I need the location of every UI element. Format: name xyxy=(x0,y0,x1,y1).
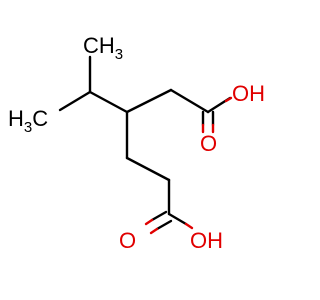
bond-c-o-lower-2 xyxy=(155,219,173,231)
bond-c-o-lower-1 xyxy=(150,210,168,222)
oh-bottom-label: OH xyxy=(190,228,223,253)
ch3-top-main: CH xyxy=(83,33,115,58)
bond-c-o-lower-1-red xyxy=(144,218,154,226)
bond-c-oh-lower-red xyxy=(184,222,194,230)
o-top-label: O xyxy=(200,131,217,156)
bond-c3-to-ch2-upper xyxy=(125,88,173,114)
ch3-top-sub: 3 xyxy=(115,46,123,63)
h3c-left-sub: 3 xyxy=(24,119,32,136)
ch3-top-label: CH3 xyxy=(83,33,123,63)
h3c-left-tail: C xyxy=(32,106,48,131)
bond-oh-upper-red xyxy=(224,96,233,103)
bond-ch2-to-ch2 xyxy=(125,156,171,182)
molecule-diagram: CH3 H3C OH O O OH xyxy=(8,33,265,253)
h3c-left-main: H xyxy=(8,106,24,131)
h3c-left-label: H3C xyxy=(8,106,48,136)
bond-ch2-to-carboxyl-upper xyxy=(169,88,210,114)
oh-top-label: OH xyxy=(232,81,265,106)
bond-isopropyl-to-c3 xyxy=(88,90,129,114)
structure-canvas: CH3 H3C OH O O OH xyxy=(8,33,265,253)
o-bottom-label: O xyxy=(119,228,136,253)
bond-isopropyl-ch3-left xyxy=(58,90,92,112)
bond-c-o-lower-2-red xyxy=(149,227,159,235)
bond-c-oh-lower xyxy=(167,212,188,226)
